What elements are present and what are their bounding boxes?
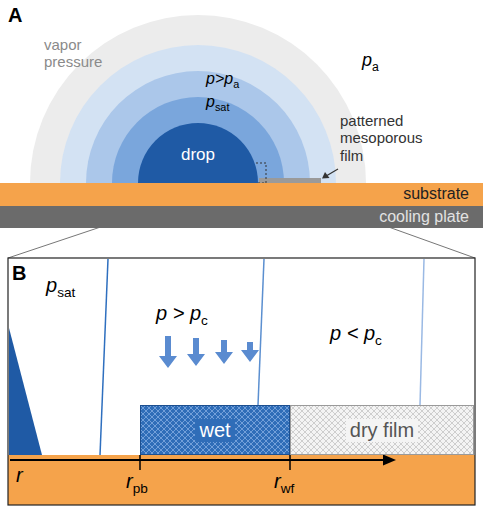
saturation-pressure-label: psat xyxy=(206,93,229,114)
text-segment: A xyxy=(8,4,22,26)
subscript: a xyxy=(372,60,379,74)
panel-frame xyxy=(8,258,475,505)
isobar-line xyxy=(100,259,108,455)
text-segment: r xyxy=(274,470,281,492)
down-arrow xyxy=(187,338,205,366)
drop-shape-text: drop xyxy=(181,145,215,165)
vapor-pressure-label: vapor pressure xyxy=(44,36,116,71)
subscript: a xyxy=(233,78,239,90)
panel-letter: A xyxy=(8,4,22,27)
subscript: sat xyxy=(57,285,75,300)
drop-outline xyxy=(138,123,258,183)
condensation-arrows xyxy=(159,336,259,368)
isobar-line xyxy=(420,259,424,405)
drop-edge xyxy=(9,328,42,455)
wetting-front-label: rwf xyxy=(274,470,294,497)
subscript: pb xyxy=(133,481,148,496)
wet-film-box-fill xyxy=(141,406,290,455)
text-segment: B xyxy=(12,262,26,284)
axis-arrowhead xyxy=(383,455,396,466)
vapor-ring xyxy=(86,71,310,183)
dry-film-box: dry film xyxy=(290,405,474,455)
subscript: c xyxy=(201,313,208,328)
subscript: sat xyxy=(215,101,230,113)
panel-letter: B xyxy=(12,262,26,285)
dry-film-box-text: dry film xyxy=(346,419,418,442)
text-segment: p xyxy=(206,93,215,110)
down-arrow xyxy=(241,342,259,362)
subscript: c xyxy=(375,333,382,348)
vapor-ring xyxy=(112,97,284,183)
radius-axis-label: r xyxy=(16,464,23,487)
axis-tick xyxy=(139,455,141,470)
text-segment: p xyxy=(46,274,57,296)
substrate-zoom xyxy=(8,455,475,505)
cooling-plate-band: cooling plate xyxy=(0,206,483,228)
text-segment: p > p xyxy=(156,302,201,324)
substrate-band: substrate xyxy=(0,183,483,206)
subscript: wf xyxy=(281,481,295,496)
text-segment: r xyxy=(16,464,23,486)
leader-line xyxy=(327,169,338,176)
text-segment: p>p xyxy=(206,70,233,87)
pressure-above-critical: p > pc xyxy=(156,302,208,329)
text-segment: p xyxy=(362,50,372,70)
substrate-band-text: substrate xyxy=(403,185,469,203)
dry-film-box-fill xyxy=(291,406,474,455)
vapor-rings xyxy=(30,15,366,183)
axis-tick xyxy=(289,455,291,470)
wet-film-box: wet xyxy=(140,405,290,455)
film-callout: patterned mesoporous film xyxy=(340,112,440,164)
wet-film-box-text: wet xyxy=(195,419,234,442)
down-arrow xyxy=(159,336,177,368)
cooling-plate-band-text: cooling plate xyxy=(379,208,469,226)
vapor-ring xyxy=(30,15,366,183)
pressure-label: p>pa xyxy=(206,70,239,91)
down-arrow xyxy=(215,340,233,364)
radius-axis xyxy=(10,459,385,461)
drop-shape: drop xyxy=(138,123,258,183)
ambient-pressure-label: pa xyxy=(362,50,379,74)
pinning-radius-label: rpb xyxy=(126,470,148,497)
pressure-below-critical: p < pc xyxy=(330,322,382,349)
saturation-pressure-label: psat xyxy=(46,274,75,301)
panel-ground xyxy=(8,258,475,505)
text-segment: p < p xyxy=(330,322,375,344)
text-segment: vapor pressure xyxy=(44,36,102,70)
text-segment: r xyxy=(126,470,133,492)
text-segment: patterned mesoporous film xyxy=(340,112,423,164)
isobar-line xyxy=(258,259,264,405)
leader-arrowhead xyxy=(322,172,330,179)
